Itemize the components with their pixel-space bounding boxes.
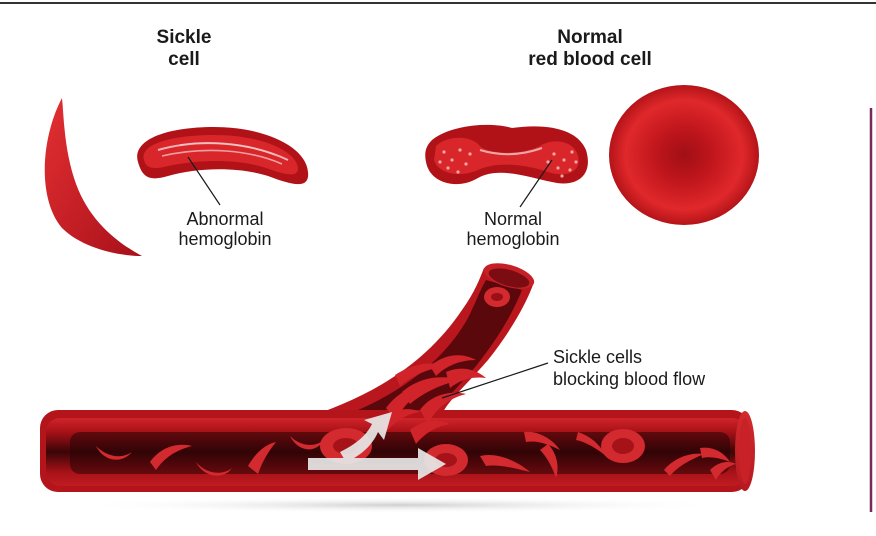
normal-hemoglobin-label-line1: Normal	[483, 209, 542, 229]
abnormal-pointer	[187, 156, 221, 206]
abnormal-hemoglobin-label-line2: hemoglobin	[178, 229, 272, 249]
normal-cell-title-line2: red blood cell	[528, 49, 652, 70]
sickle-cell-title-line2: cell	[168, 49, 200, 70]
vessel-sickle-cells	[96, 431, 736, 480]
sickle-cell-title-line1: Sickle	[156, 27, 212, 48]
sickle-cell-crescent	[44, 98, 143, 256]
normal-cell-title-line1: Normal	[557, 27, 623, 48]
flow-arrows	[308, 412, 446, 480]
abnormal-hemoglobin-label-line1: Abnormal	[186, 209, 264, 229]
vessel-shadow	[70, 497, 730, 513]
normal-red-blood-cell	[609, 85, 759, 225]
straight-flow-arrow	[308, 448, 446, 480]
normal-pointer	[519, 159, 553, 208]
sickle-cell-cross-section	[137, 126, 309, 185]
blocking-label-line1: Sickle cells	[553, 347, 643, 367]
blocking-label-line2: blocking blood flow	[553, 369, 706, 389]
normal-hemoglobin-label-line2: hemoglobin	[466, 229, 560, 249]
normal-cell-cross-section	[425, 124, 588, 185]
curved-flow-arrow	[340, 412, 392, 462]
branch-vessel	[300, 263, 535, 420]
blocking-pointer	[441, 362, 549, 399]
main-blood-vessel	[40, 410, 755, 492]
